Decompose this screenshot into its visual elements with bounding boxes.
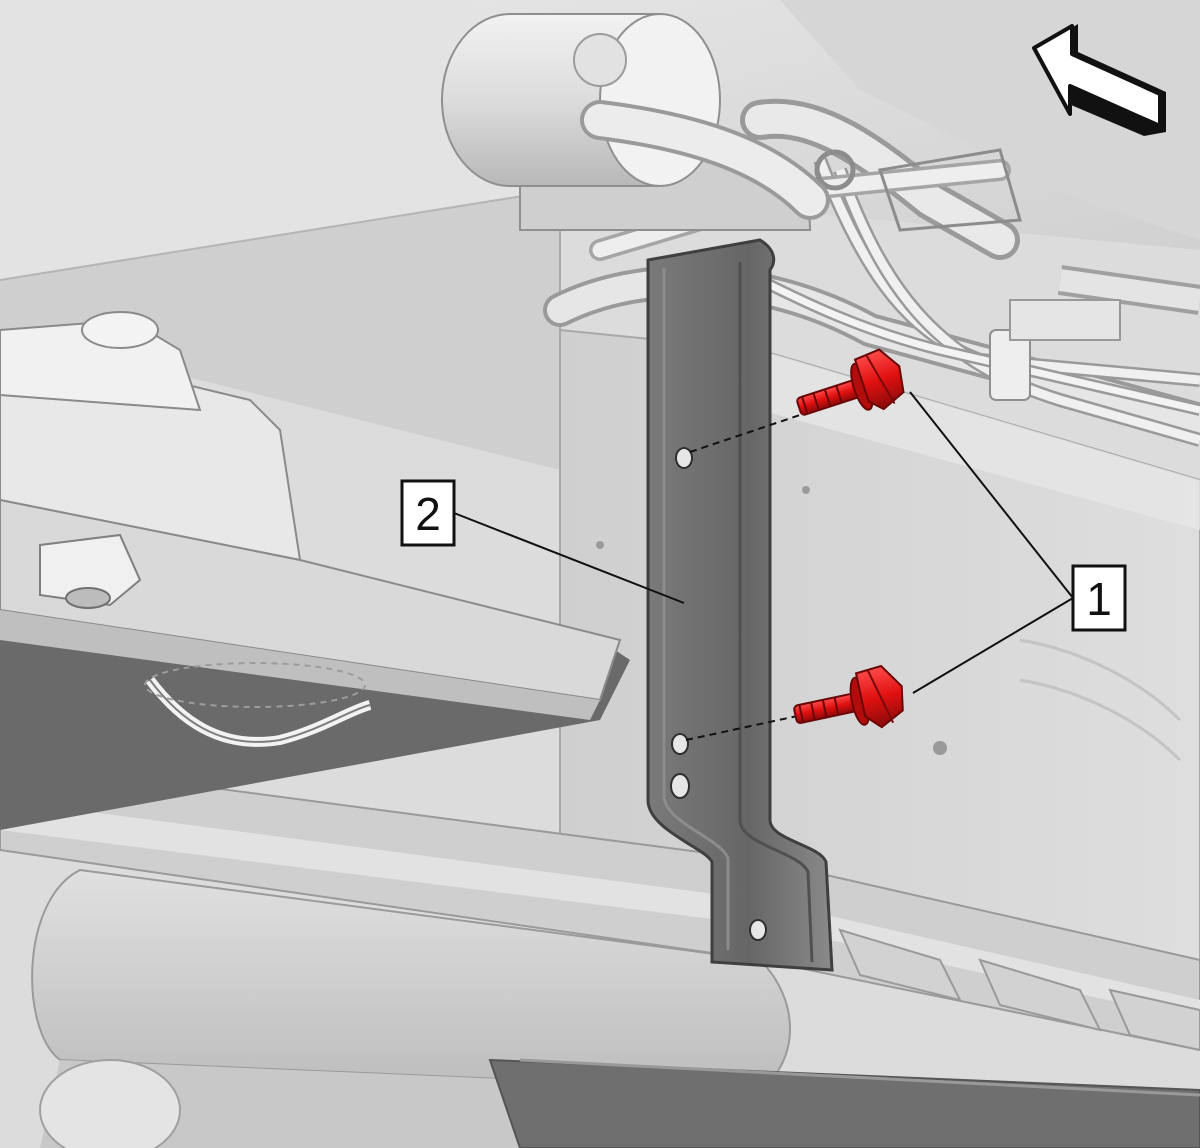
bracket-hole-bottom xyxy=(749,919,767,941)
skid-plate xyxy=(0,311,630,830)
bolt-lower xyxy=(793,664,904,729)
bracket-hole-slot xyxy=(670,773,690,799)
callout-bracket: 2 xyxy=(400,479,456,547)
leader-lines xyxy=(453,391,1074,694)
callout-label-bracket: 2 xyxy=(415,488,441,540)
leader-line-bolt-upper xyxy=(909,391,1074,599)
bracket-hole-lower xyxy=(671,733,689,755)
alignment-lines xyxy=(685,412,807,741)
forward-arrow-icon xyxy=(1032,24,1166,136)
callout-bolts: 1 xyxy=(1071,564,1127,632)
bracket-hole-upper xyxy=(675,447,693,469)
mounting-bracket xyxy=(646,238,834,972)
leader-line-bracket xyxy=(453,512,685,604)
callout-label-bolts: 1 xyxy=(1086,573,1112,625)
fuel-tank xyxy=(31,868,1200,1148)
evap-canister xyxy=(441,13,830,231)
bolt-upper xyxy=(796,348,905,416)
leader-line-bolt-lower xyxy=(912,597,1074,694)
